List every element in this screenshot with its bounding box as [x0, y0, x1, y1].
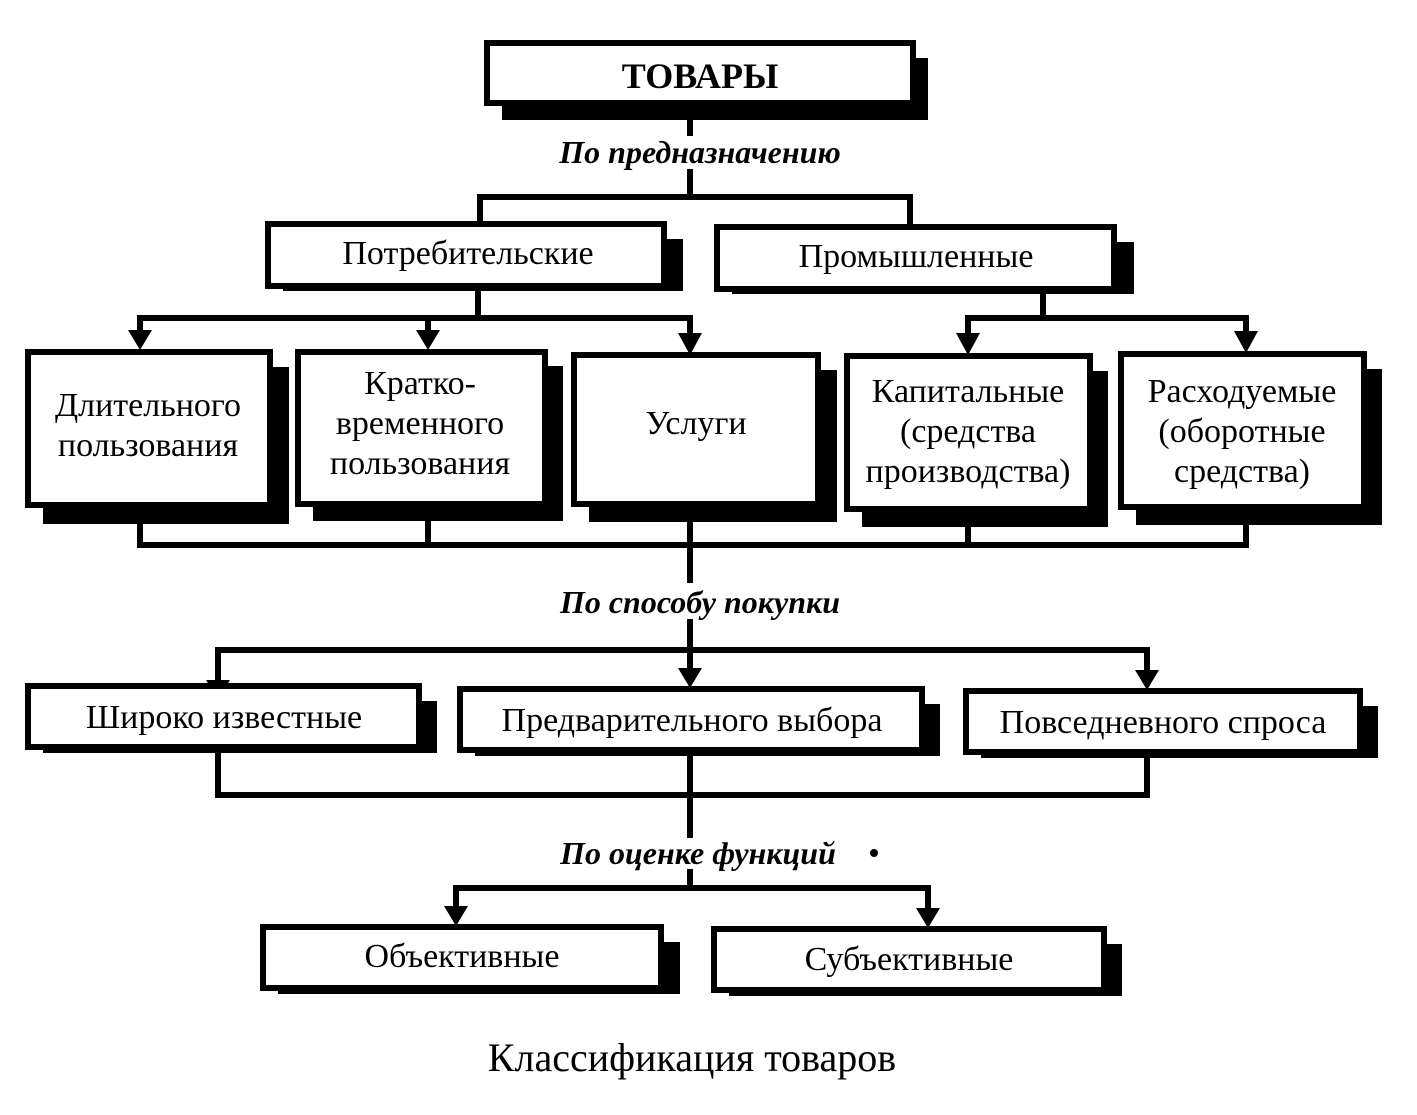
- node-subjective: Субъективные: [711, 926, 1122, 996]
- criterion-purchase: По способу покупки: [559, 584, 840, 620]
- node-objective: Объективные: [260, 924, 680, 994]
- arrow-icon: [1234, 331, 1258, 353]
- arrow-icon: [678, 668, 702, 688]
- root-node: ТОВАРЫ: [484, 40, 928, 120]
- connectors: [137, 100, 1249, 913]
- node-well-known: Широко известные: [25, 683, 437, 753]
- node-subjective-label: Субъективные: [805, 941, 1014, 978]
- node-consumer-label: Потребительские: [342, 235, 593, 272]
- figure-caption: Классификация товаров: [488, 1035, 896, 1080]
- arrow-icon: [678, 333, 702, 355]
- node-preselection: Предварительного выбора: [457, 686, 940, 756]
- criterion-purpose: По предназначению: [558, 134, 840, 170]
- arrow-icon: [444, 906, 468, 926]
- node-consumable-line2: (оборотные: [1158, 413, 1325, 450]
- arrow-icon: [956, 333, 980, 355]
- node-short-term-line3: пользования: [330, 445, 511, 482]
- arrow-icon: [128, 330, 152, 350]
- arrow-icon: [416, 330, 440, 350]
- root-label: ТОВАРЫ: [622, 56, 779, 96]
- node-capital-line2: (средства: [900, 413, 1036, 450]
- criterion-function: По оценке функций: [559, 835, 836, 871]
- node-durable-line2: пользования: [58, 427, 239, 464]
- node-consumer: Потребительские: [265, 221, 683, 291]
- node-well-known-label: Широко известные: [86, 699, 362, 736]
- node-industrial: Промышленные: [714, 224, 1134, 294]
- node-consumable-line1: Расходуемые: [1148, 373, 1337, 410]
- arrow-icon: [1135, 670, 1159, 690]
- node-objective-label: Объективные: [365, 938, 560, 975]
- arrow-icon: [916, 908, 940, 928]
- node-short-term: Кратко- временного пользования: [295, 349, 563, 521]
- speck-dot: [870, 849, 878, 857]
- node-everyday: Повседневного спроса: [963, 688, 1378, 758]
- node-everyday-label: Повседневного спроса: [1000, 704, 1327, 741]
- node-short-term-line1: Кратко-: [364, 365, 476, 402]
- node-short-term-line2: временного: [336, 405, 504, 442]
- node-consumable: Расходуемые (оборотные средства): [1118, 351, 1382, 525]
- node-services-label: Услуги: [645, 405, 746, 442]
- node-services: Услуги: [571, 352, 837, 522]
- node-durable-line1: Длительного: [55, 387, 241, 424]
- node-consumable-line3: средства): [1174, 453, 1310, 490]
- node-industrial-label: Промышленные: [799, 238, 1034, 275]
- node-durable: Длительного пользования: [25, 349, 289, 524]
- node-capital-line1: Капитальные: [872, 373, 1065, 410]
- node-capital: Капитальные (средства производства): [844, 353, 1108, 527]
- node-capital-line3: производства): [866, 453, 1071, 490]
- node-preselection-label: Предварительного выбора: [502, 702, 883, 739]
